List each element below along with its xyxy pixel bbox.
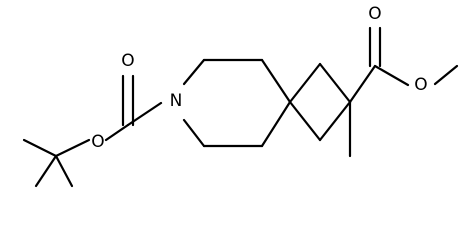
molecule-structure: N O O O O	[22, 4, 459, 188]
cyclobutane-ring	[288, 62, 352, 142]
tert-butyl-group	[22, 138, 91, 188]
bond	[433, 64, 459, 86]
bond	[318, 100, 352, 142]
carbamate-carbonyl-oxygen-label: O	[121, 51, 134, 71]
bond	[104, 123, 130, 142]
bond	[260, 100, 292, 148]
bond	[22, 138, 58, 158]
ester-ether-oxygen-label: O	[414, 75, 427, 95]
bond	[348, 64, 377, 104]
bond	[260, 58, 292, 104]
bond	[34, 154, 58, 188]
bond	[182, 58, 206, 86]
piperidine-ring	[182, 58, 292, 148]
bond	[318, 62, 352, 104]
ester-carbonyl-oxygen-label: O	[368, 4, 381, 24]
bond	[288, 62, 322, 104]
bond	[182, 118, 206, 148]
carbamate-group	[104, 74, 163, 142]
nitrogen-label: N	[170, 91, 183, 111]
methyl-ester-group	[348, 26, 459, 104]
bond	[288, 100, 322, 142]
bond	[373, 64, 410, 87]
bond	[54, 138, 91, 158]
bond	[54, 154, 74, 188]
carbamate-ester-oxygen-label: O	[91, 132, 104, 152]
